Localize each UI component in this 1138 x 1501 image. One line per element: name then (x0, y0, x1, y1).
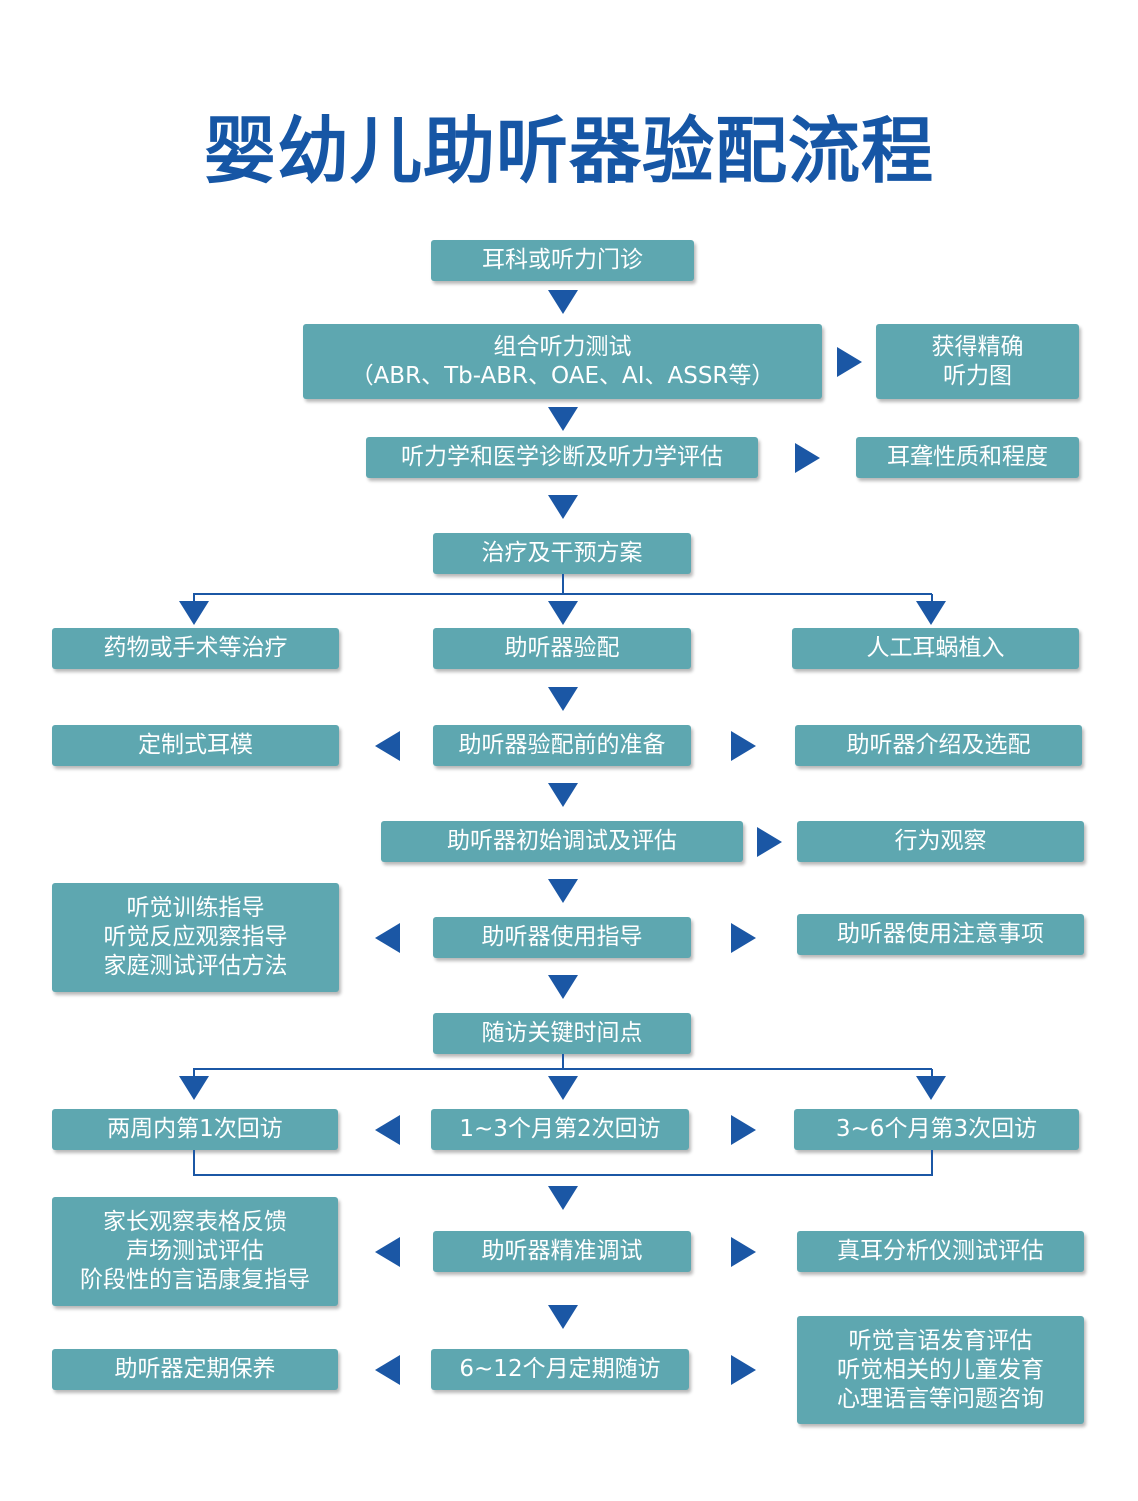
node-visit-3: 3~6个月第3次回访 (794, 1109, 1079, 1150)
node-parent-feedback: 家长观察表格反馈 声场测试评估 阶段性的言语康复指导 (52, 1197, 338, 1306)
node-usage-notes: 助听器使用注意事项 (797, 914, 1084, 955)
arrow-branch-2c (916, 1076, 946, 1100)
branch-connector-2-stem (562, 1054, 564, 1069)
node-deafness-nature: 耳聋性质和程度 (856, 437, 1079, 478)
arrow-branch-1a (179, 601, 209, 625)
arrow-left-4 (375, 1237, 400, 1267)
node-training-guide: 听觉训练指导 听觉反应观察指导 家庭测试评估方法 (52, 883, 339, 992)
arrow-branch-1b (548, 601, 578, 625)
arrow-branch-1c (916, 601, 946, 625)
arrow-branch-2a (179, 1076, 209, 1100)
node-periodic-followup: 6~12个月定期随访 (431, 1349, 689, 1390)
arrow-branch-2b (548, 1076, 578, 1100)
arrow-right-8 (731, 1355, 756, 1385)
merge-right-vertical (931, 1150, 933, 1175)
arrow-down-9 (548, 1305, 578, 1329)
node-real-ear: 真耳分析仪测试评估 (797, 1231, 1084, 1272)
node-drug-surgery: 药物或手术等治疗 (52, 628, 339, 669)
node-fine-tune: 助听器精准调试 (433, 1231, 691, 1272)
arrow-left-5 (375, 1355, 400, 1385)
node-clinic: 耳科或听力门诊 (431, 240, 694, 281)
arrow-right-5 (731, 923, 756, 953)
merge-left-vertical (193, 1150, 195, 1175)
node-ha-intro: 助听器介绍及选配 (795, 725, 1082, 766)
merge-horizontal (193, 1174, 933, 1176)
arrow-right-1 (837, 347, 862, 377)
arrow-left-2 (375, 923, 400, 953)
branch-connector-2 (193, 1068, 932, 1070)
arrow-down-8 (548, 1186, 578, 1210)
branch-connector-1-stem (562, 574, 564, 594)
node-visit-2: 1~3个月第2次回访 (431, 1109, 689, 1150)
node-fitting-prep: 助听器验配前的准备 (433, 725, 691, 766)
arrow-left-3 (375, 1115, 400, 1145)
branch-stub-2c (931, 1069, 933, 1077)
node-diagnosis: 听力学和医学诊断及听力学评估 (366, 437, 758, 478)
arrow-left-1 (375, 731, 400, 761)
branch-stub-1c (931, 594, 933, 602)
branch-stub-1a (193, 594, 195, 602)
arrow-right-6 (731, 1115, 756, 1145)
arrow-right-3 (731, 731, 756, 761)
arrow-down-5 (548, 783, 578, 807)
node-maintenance: 助听器定期保养 (52, 1349, 338, 1390)
node-treatment-plan: 治疗及干预方案 (433, 533, 691, 574)
arrow-down-7 (548, 975, 578, 999)
node-accurate-audiogram: 获得精确 听力图 (876, 324, 1079, 399)
node-custom-earmold: 定制式耳模 (52, 725, 339, 766)
node-initial-debug: 助听器初始调试及评估 (381, 821, 743, 862)
node-combined-test: 组合听力测试 （ABR、Tb-ABR、OAE、AI、ASSR等） (303, 324, 822, 399)
arrow-right-4 (757, 827, 782, 857)
node-behavior-observation: 行为观察 (797, 821, 1084, 862)
arrow-down-1 (548, 290, 578, 314)
page-title: 婴幼儿助听器验配流程 (203, 109, 934, 193)
arrow-down-4 (548, 687, 578, 711)
node-usage-guide: 助听器使用指导 (433, 917, 691, 958)
arrow-right-2 (795, 443, 820, 473)
node-hearing-aid-fitting: 助听器验配 (433, 628, 691, 669)
arrow-right-7 (731, 1237, 756, 1267)
branch-stub-2a (193, 1069, 195, 1077)
branch-connector-1 (193, 593, 932, 595)
arrow-down-2 (548, 407, 578, 431)
arrow-down-6 (548, 879, 578, 903)
arrow-down-3 (548, 495, 578, 519)
node-followup-points: 随访关键时间点 (433, 1013, 691, 1054)
node-cochlear-implant: 人工耳蜗植入 (792, 628, 1079, 669)
node-visit-1: 两周内第1次回访 (52, 1109, 338, 1150)
node-consult: 听觉言语发育评估 听觉相关的儿童发育 心理语言等问题咨询 (797, 1316, 1084, 1424)
